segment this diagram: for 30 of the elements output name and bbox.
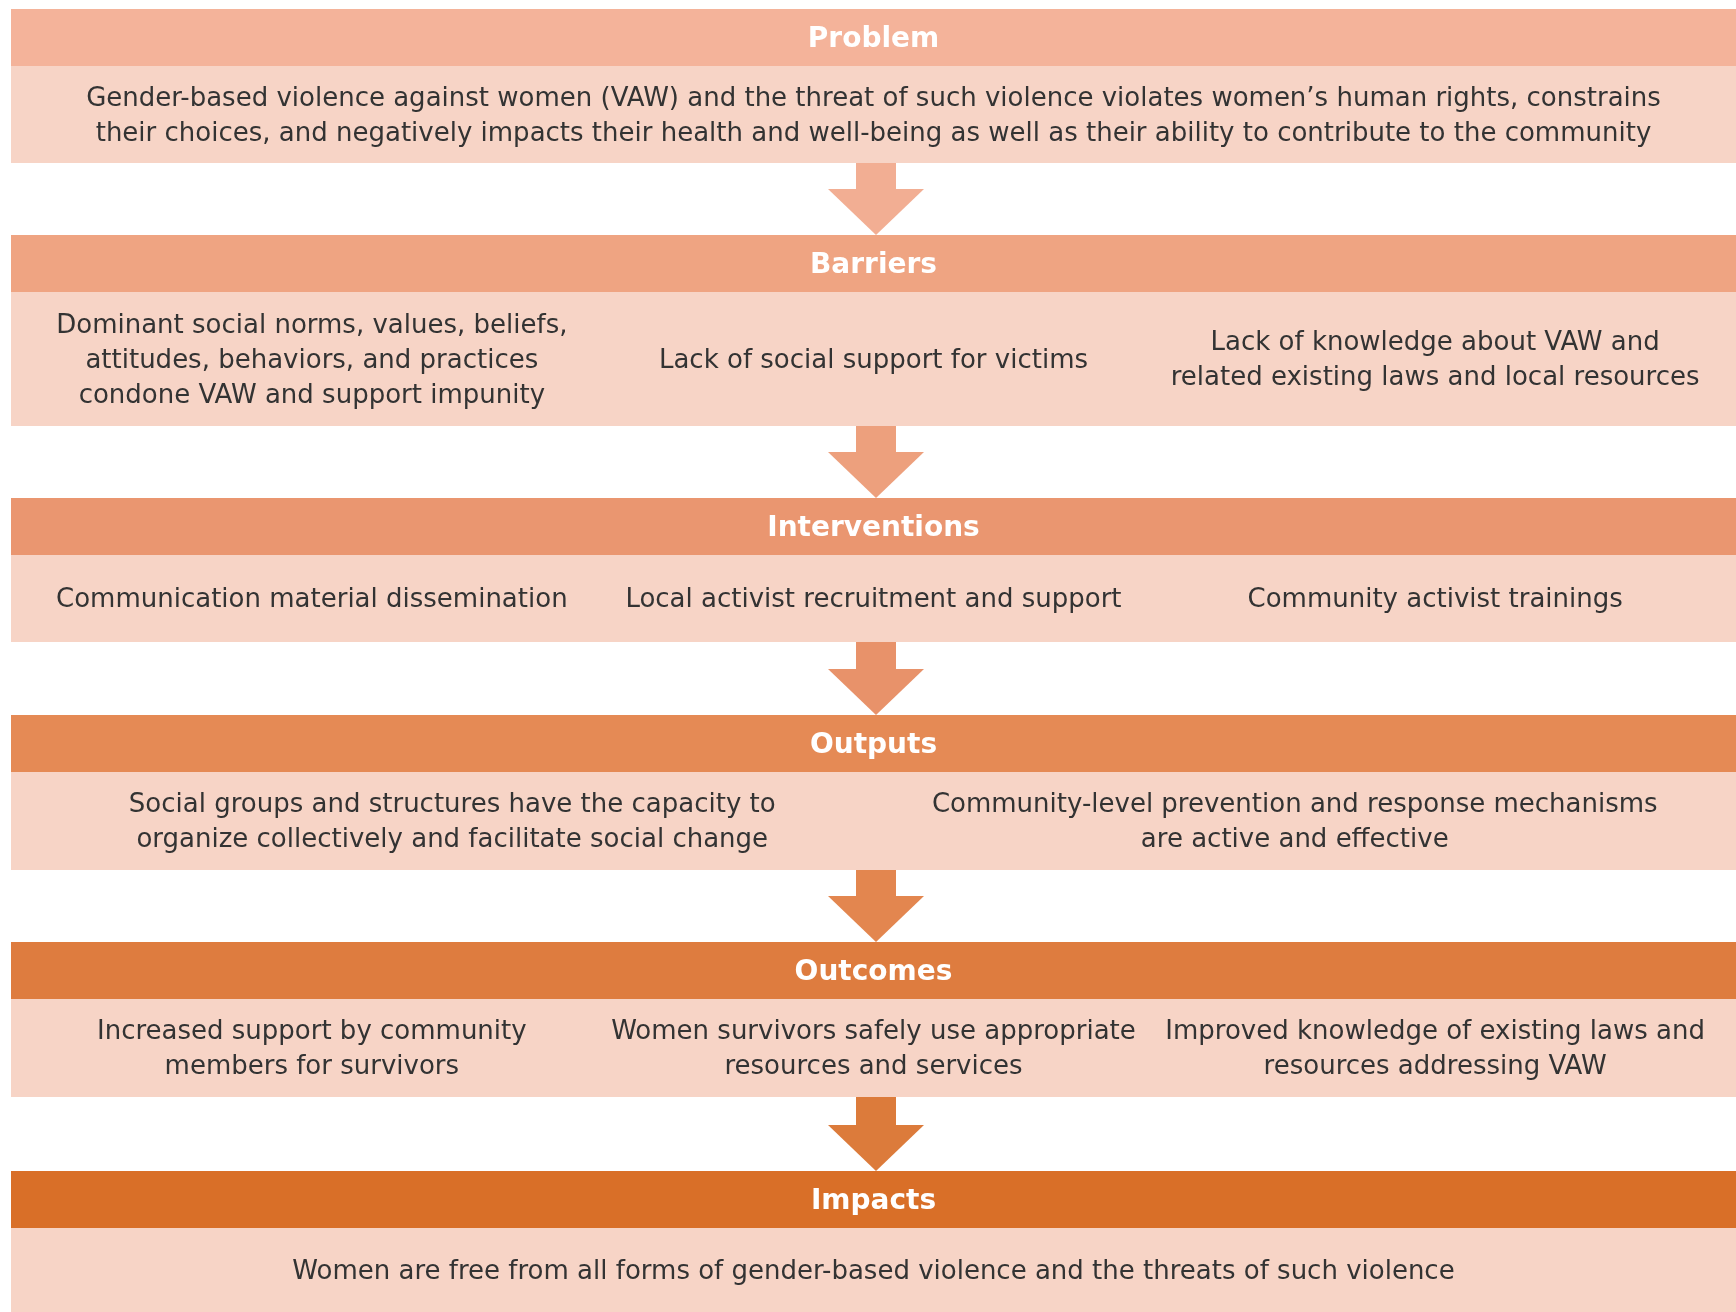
block-arrow xyxy=(828,870,924,942)
section-heading: Interventions xyxy=(11,498,1736,555)
section-band xyxy=(11,9,1736,163)
statement-text: Women are free from all forms of gender-based violence and the threats of such violence xyxy=(73,1252,1674,1288)
section-band xyxy=(11,715,1736,870)
statement-text: Lack of knowledge about VAW and related existing laws and local resources xyxy=(1165,324,1706,394)
statement-text: Social groups and structures have the capacity to organize collectively and facilitate social change xyxy=(72,786,833,856)
statement-text: Lack of social support for victims xyxy=(603,341,1144,377)
statement-text: Improved knowledge of existing laws and resources addressing VAW xyxy=(1165,1013,1706,1083)
section-heading: Barriers xyxy=(11,235,1736,292)
statement-text: Local activist recruitment and support xyxy=(603,581,1144,616)
section-band xyxy=(11,498,1736,642)
section-heading: Problem xyxy=(11,9,1736,66)
statement-text: Community-level prevention and response mechanisms are active and effective xyxy=(914,786,1675,856)
section-band xyxy=(11,235,1736,426)
section-band xyxy=(11,1171,1736,1312)
section-band xyxy=(11,942,1736,1097)
statement-text: Gender-based violence against women (VAW) and the threat of such violence violates women’s human rights, constrains their choices, and negatively impacts their health and well-being as well as their ability to contribute to the community xyxy=(73,79,1674,150)
statement-text: Communication material dissemination xyxy=(41,581,582,616)
block-arrow xyxy=(828,426,924,498)
block-arrow xyxy=(828,642,924,715)
block-arrow xyxy=(828,163,924,235)
block-arrow xyxy=(828,1097,924,1171)
statement-text: Increased support by community members for survivors xyxy=(41,1013,582,1083)
section-heading: Impacts xyxy=(11,1171,1736,1228)
section-heading: Outcomes xyxy=(11,942,1736,999)
statement-text: Community activist trainings xyxy=(1165,581,1706,616)
section-heading: Outputs xyxy=(11,715,1736,772)
statement-text: Women survivors safely use appropriate resources and services xyxy=(603,1013,1144,1083)
statement-text: Dominant social norms, values, beliefs, attitudes, behaviors, and practices condone VAW and support impunity xyxy=(41,306,582,412)
